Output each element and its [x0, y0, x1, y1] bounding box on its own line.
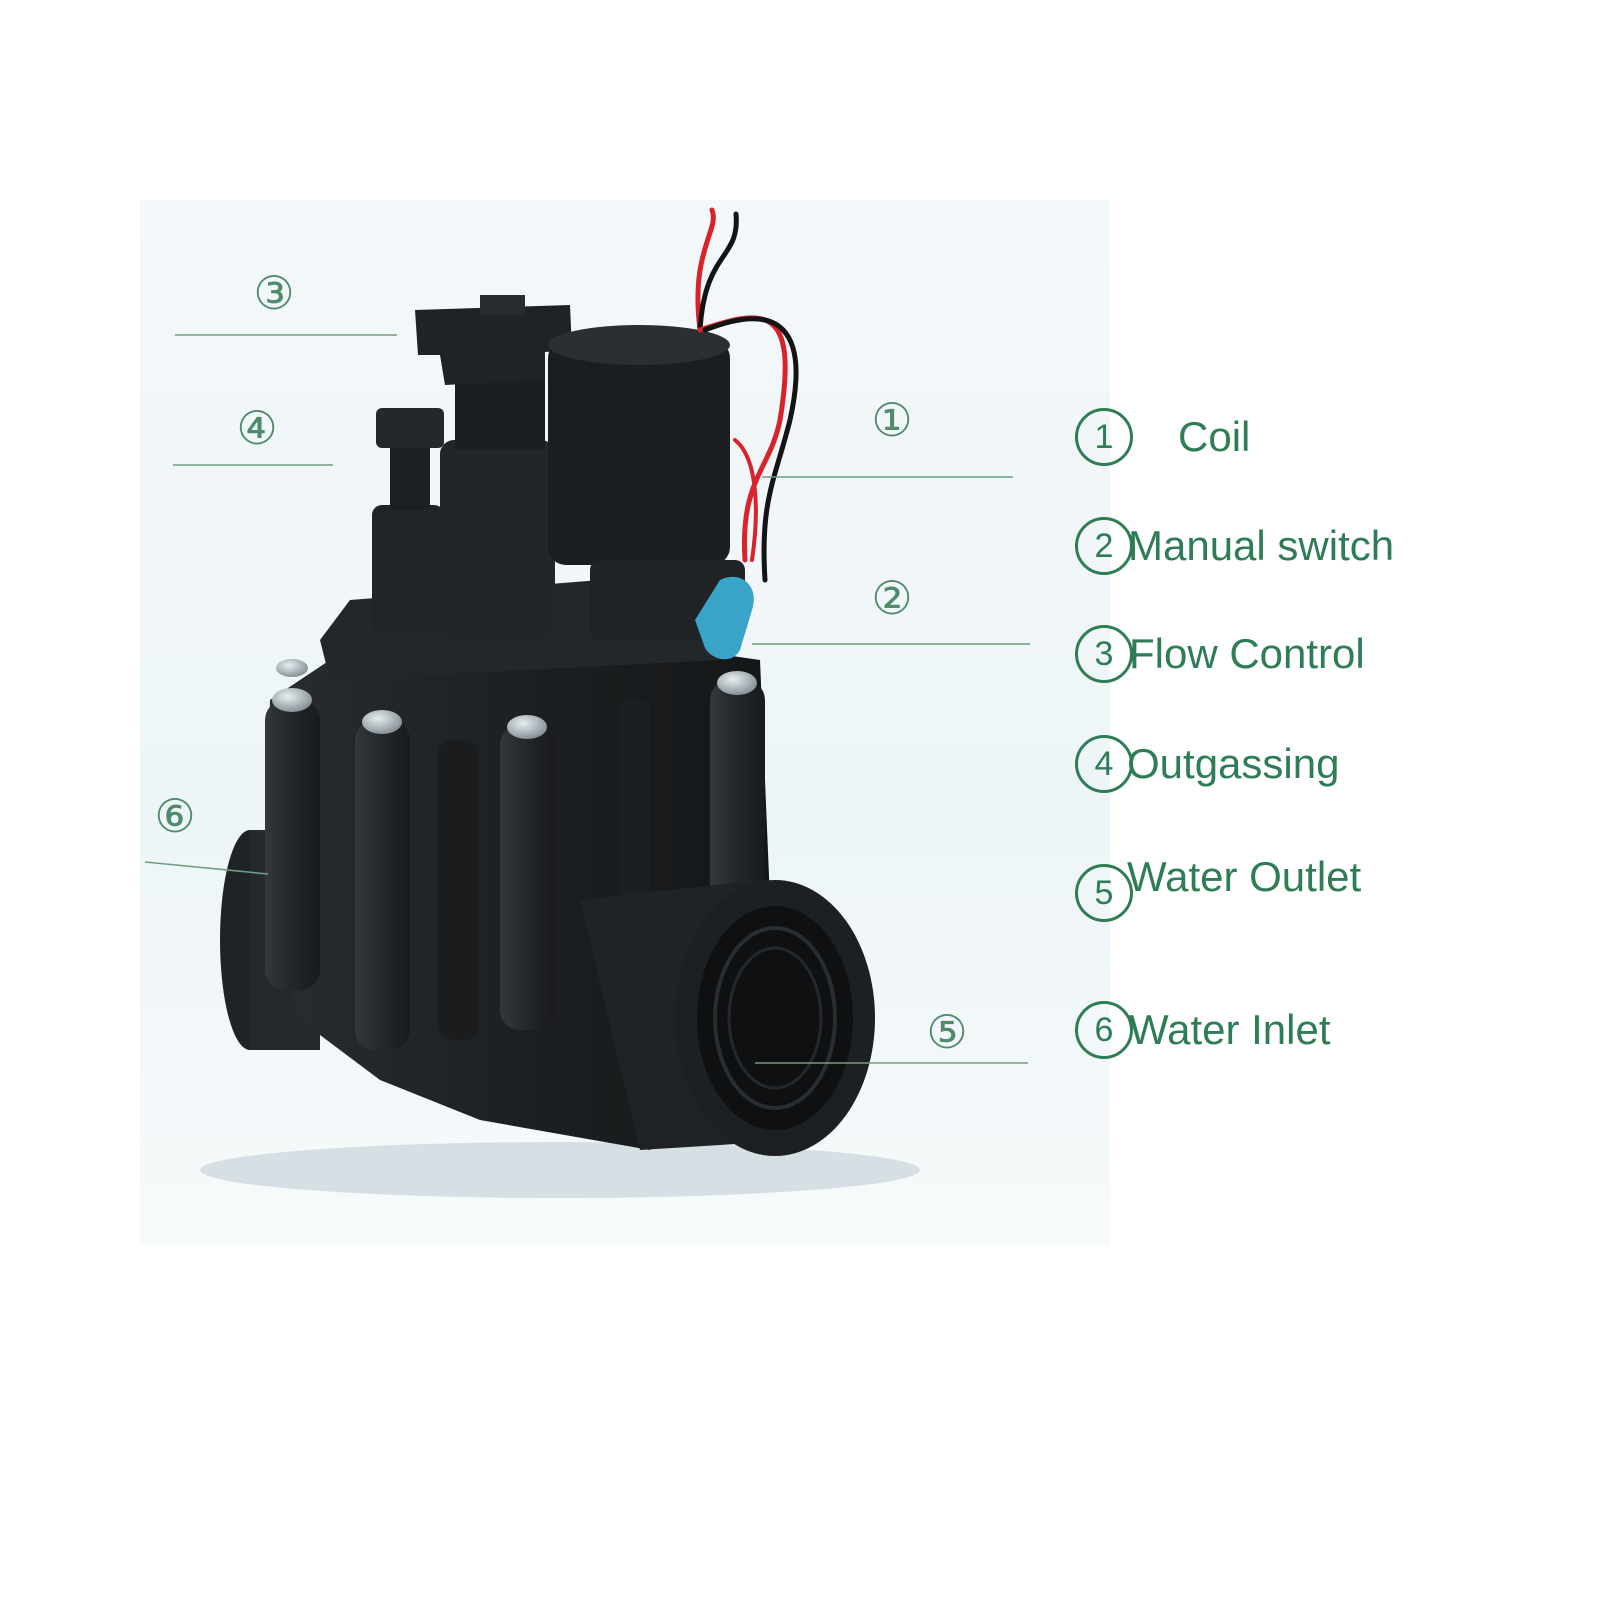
- callout-2: ②: [871, 571, 913, 625]
- legend-label-manual-switch: Manual switch: [1128, 522, 1395, 569]
- legend-label-water-inlet: Water Inlet: [1129, 1006, 1331, 1053]
- legend-number-5: 5: [1075, 864, 1133, 922]
- flow-control-handle: [415, 295, 572, 640]
- valve-shadow: [200, 1142, 920, 1198]
- legend-number-3: 3: [1075, 625, 1133, 683]
- legend-label-water-outlet: Water Outlet: [1127, 853, 1362, 900]
- legend-label-coil: Coil: [1178, 413, 1251, 460]
- manual-switch-lever: [695, 576, 754, 660]
- callout-5: ⑤: [926, 1005, 968, 1059]
- callout-6: ⑥: [154, 789, 196, 843]
- callout-4: ④: [236, 401, 278, 455]
- body-screws: [272, 659, 757, 739]
- callout-3: ③: [253, 266, 295, 320]
- legend-number-4: 4: [1075, 735, 1133, 793]
- callout-leader-lines: [144, 334, 1030, 1064]
- legend-label-outgassing: Outgassing: [1127, 740, 1340, 787]
- water-outlet: [580, 880, 875, 1156]
- outgassing-bleed-screw: [372, 408, 444, 635]
- leader-line-6: [144, 861, 269, 875]
- callout-1: ①: [871, 393, 913, 447]
- legend-number-2: 2: [1075, 517, 1133, 575]
- legend-number-6: 6: [1075, 1001, 1133, 1059]
- legend-label-flow-control: Flow Control: [1129, 630, 1365, 677]
- coil-wires: [695, 207, 799, 583]
- legend-number-1: 1: [1075, 408, 1133, 466]
